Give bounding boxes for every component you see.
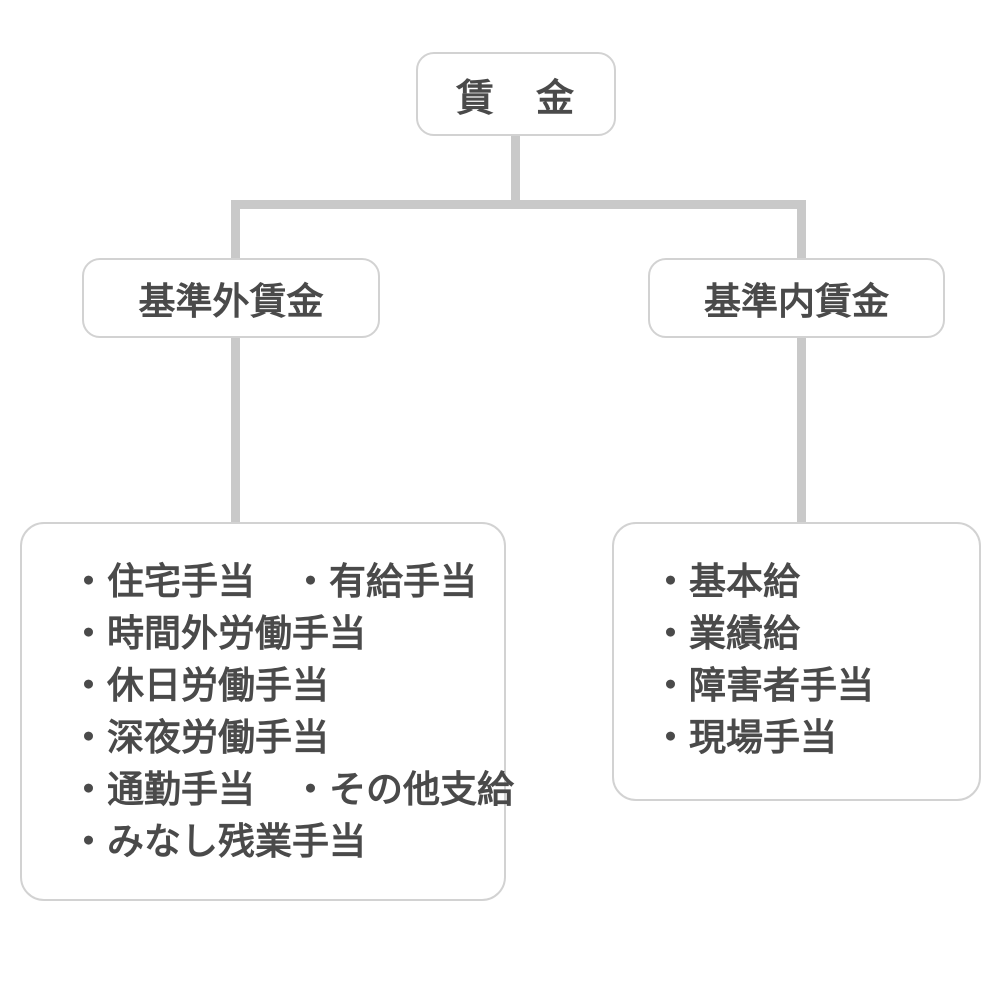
connector-stem-left-list (231, 334, 240, 526)
list-item: ・深夜労働手当 (70, 716, 329, 759)
list-item: ・休日労働手当 (70, 664, 329, 707)
connector-horizontal-bar (231, 200, 806, 209)
list-item: ・みなし残業手当 (70, 820, 366, 863)
connector-drop-right (797, 200, 806, 262)
node-branch-hijun-nai: 基準内賃金 (648, 258, 945, 338)
list-item: ・基本給 (652, 560, 800, 603)
list-item: ・住宅手当 ・有給手当 (70, 560, 477, 603)
connector-drop-left (231, 200, 240, 262)
list-box-hijun-nai: ・基本給 ・業績給 ・障害者手当 ・現場手当 (612, 522, 981, 801)
node-branch-hijun-gai: 基準外賃金 (82, 258, 380, 338)
list-item: ・通勤手当 ・その他支給 (70, 768, 514, 811)
list-item: ・業績給 (652, 612, 800, 655)
node-root-wage: 賃 金 (416, 52, 616, 136)
list-item: ・現場手当 (652, 716, 837, 759)
connector-root-stem (511, 133, 520, 203)
connector-stem-right-list (797, 334, 806, 526)
list-item: ・障害者手当 (652, 664, 874, 707)
list-box-hijun-gai: ・住宅手当 ・有給手当 ・時間外労働手当 ・休日労働手当 ・深夜労働手当 ・通勤… (20, 522, 514, 901)
list-item: ・時間外労働手当 (70, 612, 366, 655)
